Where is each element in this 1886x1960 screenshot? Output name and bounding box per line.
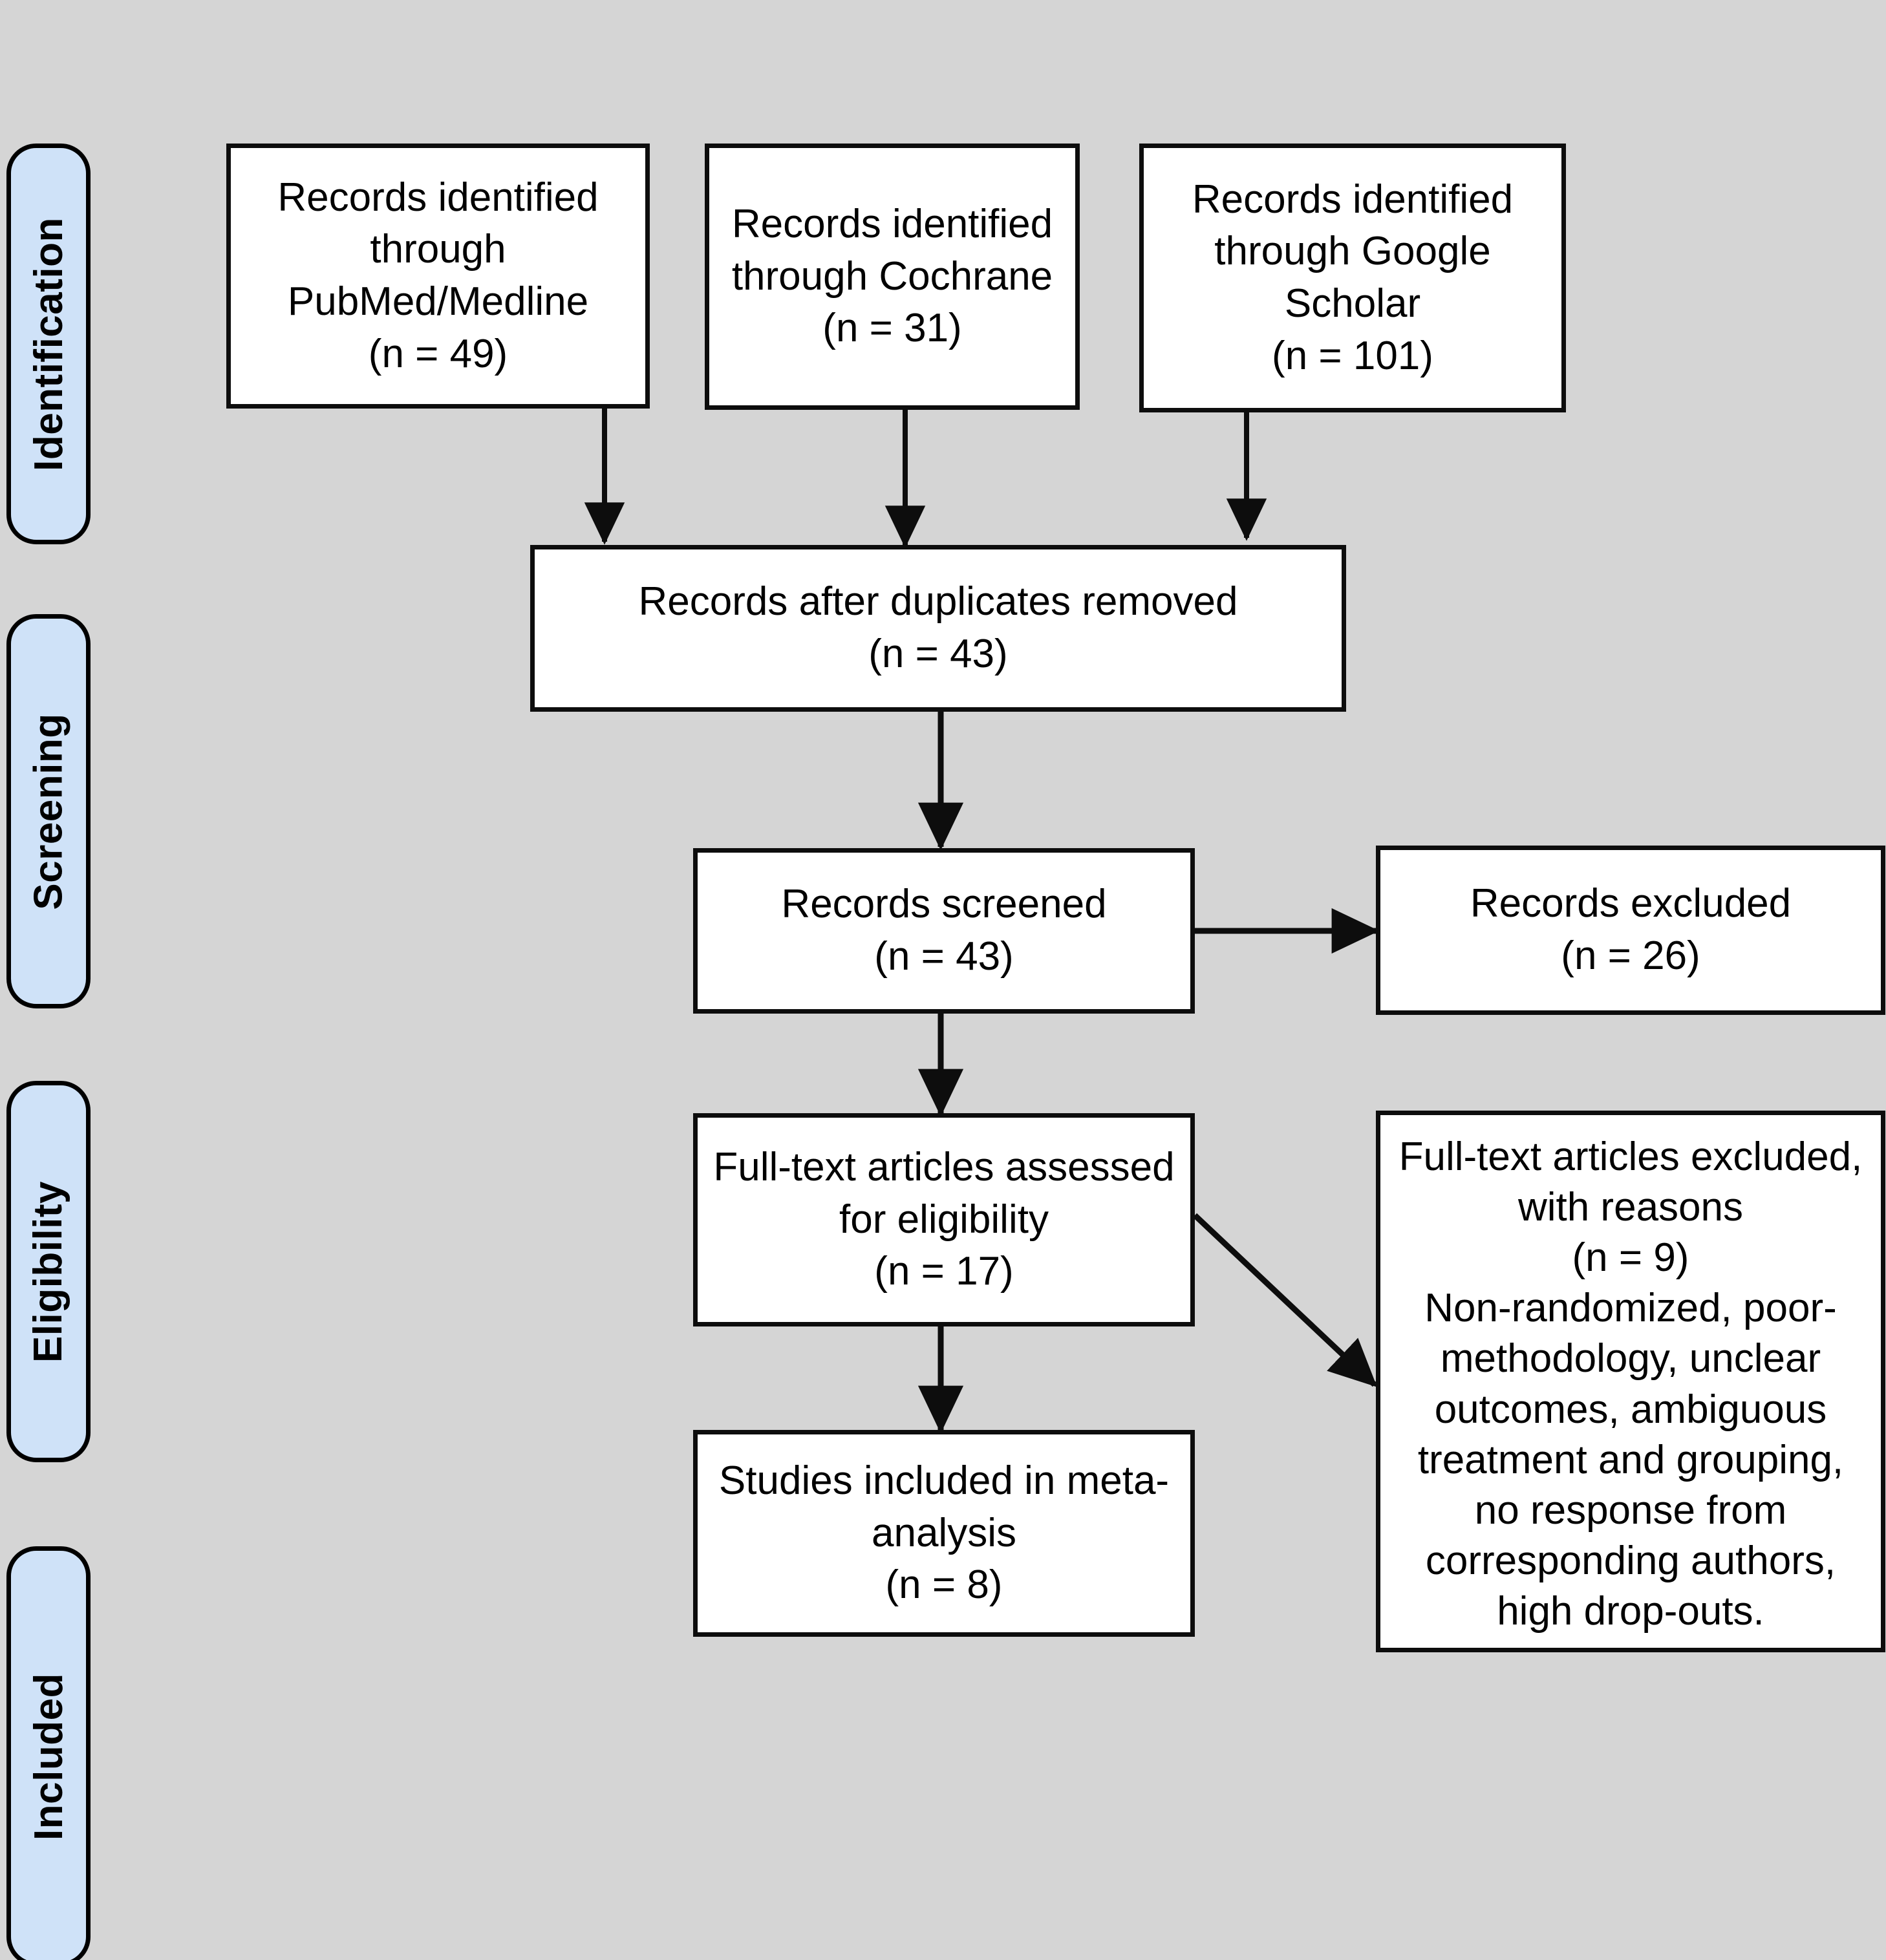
box-records-screened-text: Records screened (n = 43) — [781, 882, 1107, 979]
stage-label-identification: Identification — [6, 144, 91, 544]
stage-label-screening-text: Screening — [26, 712, 71, 910]
box-records-excluded: Records excluded (n = 26) — [1376, 846, 1885, 1015]
box-records-screened: Records screened (n = 43) — [693, 848, 1195, 1014]
stage-label-included-text: Included — [26, 1672, 71, 1840]
stage-label-included: Included — [6, 1546, 91, 1960]
stage-label-eligibility: Eligibility — [6, 1081, 91, 1462]
box-duplicates-removed: Records after duplicates removed (n = 43… — [530, 545, 1346, 712]
box-records-pubmed: Records identified through PubMed/Medlin… — [226, 144, 650, 409]
box-records-google-scholar-text: Records identified through Google Schola… — [1192, 176, 1514, 378]
box-records-cochrane: Records identified through Cochrane (n =… — [705, 144, 1080, 410]
box-studies-included-text: Studies included in meta- analysis (n = … — [718, 1458, 1170, 1608]
stage-label-eligibility-text: Eligibility — [26, 1180, 71, 1363]
box-records-pubmed-text: Records identified through PubMed/Medlin… — [277, 175, 599, 376]
box-duplicates-removed-text: Records after duplicates removed (n = 43… — [638, 579, 1238, 676]
box-studies-included: Studies included in meta- analysis (n = … — [693, 1430, 1195, 1637]
stage-label-identification-text: Identification — [26, 217, 71, 471]
box-fulltext-assessed-text: Full-text articles assessed for eligibil… — [713, 1145, 1175, 1294]
box-records-cochrane-text: Records identified through Cochrane (n =… — [731, 202, 1053, 351]
box-fulltext-excluded: Full-text articles excluded, with reason… — [1376, 1111, 1885, 1652]
box-fulltext-excluded-text: Full-text articles excluded, with reason… — [1398, 1134, 1863, 1634]
box-fulltext-assessed: Full-text articles assessed for eligibil… — [693, 1113, 1195, 1326]
arrow-fulltext-to-fulltextexcluded — [1192, 1213, 1377, 1387]
box-records-google-scholar: Records identified through Google Schola… — [1139, 144, 1566, 412]
stage-label-screening: Screening — [6, 614, 91, 1008]
box-records-excluded-text: Records excluded (n = 26) — [1470, 881, 1792, 978]
